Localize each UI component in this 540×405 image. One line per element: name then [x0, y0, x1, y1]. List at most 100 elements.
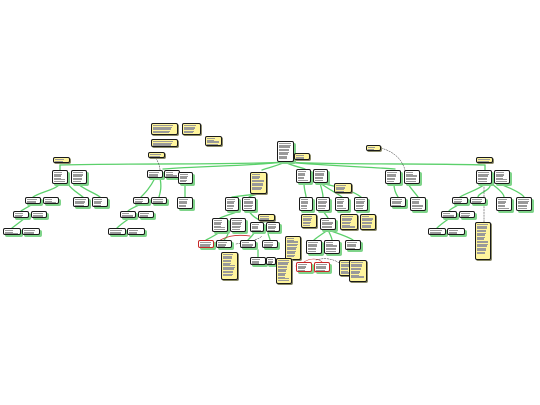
branch-4-sub-d[interactable]: [354, 197, 368, 211]
branch-6-leaf-a[interactable]: [441, 211, 457, 218]
branch-6-leaf-d[interactable]: [447, 228, 465, 235]
branch-3-note-3[interactable]: [221, 252, 238, 280]
branch-1-leaf-c[interactable]: [3, 228, 21, 235]
branch-4-sub-c-text-line: [337, 203, 344, 205]
branch-4-leaf-e-text-line: [316, 268, 326, 270]
branch-1-label[interactable]: [53, 157, 70, 163]
branch-4-note-3[interactable]: [340, 214, 358, 230]
branch-4-card-b[interactable]: [313, 169, 328, 183]
branch-1-sub-c[interactable]: [73, 197, 89, 207]
branch-connector-11: [77, 183, 101, 198]
branch-1-sub-a[interactable]: [25, 197, 41, 204]
branch-4-note-7-text-line: [341, 273, 352, 274]
floating-note-3[interactable]: [151, 139, 178, 147]
branch-1-sub-d[interactable]: [92, 197, 108, 207]
branch-3-card-b[interactable]: [242, 197, 256, 211]
central-topic-label[interactable]: [294, 153, 310, 160]
branch-6-card-b-text-line: [496, 179, 508, 180]
branch-3-note[interactable]: [250, 172, 267, 194]
branch-4-leaf-c[interactable]: [345, 240, 361, 250]
branch-6-card-a[interactable]: [476, 170, 492, 184]
branch-4-note-8-text-line: [351, 276, 365, 277]
branch-3-sub-a-text-line: [214, 224, 221, 226]
branch-5-card-b[interactable]: [404, 170, 420, 184]
branch-4-note-5[interactable]: [285, 236, 301, 260]
floating-note-5-text-line: [368, 147, 375, 148]
branch-3-leaf-a-text-line: [200, 242, 212, 243]
floating-note-2[interactable]: [182, 123, 201, 135]
floating-note-6[interactable]: [148, 152, 165, 158]
branch-4-note-8[interactable]: [349, 260, 367, 282]
branch-3-note-2[interactable]: [258, 214, 275, 221]
branch-2-leaf-b[interactable]: [138, 211, 154, 218]
branch-3-sub-a[interactable]: [212, 218, 228, 232]
branch-6-sub-d[interactable]: [516, 197, 532, 211]
branch-6-note[interactable]: [475, 222, 491, 260]
branch-3-leaf-a[interactable]: [198, 240, 214, 248]
branch-6-card-b[interactable]: [494, 170, 510, 184]
branch-6-sub-c[interactable]: [496, 197, 512, 211]
branch-1-leaf-d-text-line: [24, 233, 34, 234]
branch-6-sub-a[interactable]: [452, 197, 468, 204]
branch-6-leaf-c[interactable]: [428, 228, 446, 235]
branch-3-leaf-d[interactable]: [262, 240, 278, 248]
branch-3-sub-c-text-line: [252, 229, 262, 231]
branch-1-card-b[interactable]: [71, 170, 87, 184]
branch-2-card-a[interactable]: [147, 170, 163, 178]
branch-3-sub-c[interactable]: [250, 222, 264, 232]
branch-4-sub-c[interactable]: [335, 197, 349, 211]
branch-4-leaf-e[interactable]: [314, 262, 330, 272]
branch-1-leaf-b[interactable]: [31, 211, 47, 218]
central-topic-text-line: [279, 151, 289, 153]
branch-1-leaf-a[interactable]: [13, 211, 29, 218]
branch-4-note-4[interactable]: [360, 214, 376, 230]
floating-note-5[interactable]: [366, 145, 381, 151]
branch-3-leaf-f[interactable]: [266, 257, 276, 265]
branch-3-leaf-e[interactable]: [250, 257, 266, 265]
branch-2-sub-b[interactable]: [151, 197, 167, 204]
branch-4-leaf-d[interactable]: [296, 262, 312, 272]
branch-4-sub-e[interactable]: [320, 218, 336, 230]
branch-3-card-a-text-line: [227, 200, 235, 202]
branch-2-sub-a[interactable]: [133, 197, 149, 204]
branch-1-card-a[interactable]: [52, 170, 68, 184]
branch-3-sub-b[interactable]: [230, 218, 246, 232]
branch-6-leaf-b[interactable]: [459, 211, 475, 218]
branch-2-leaf-c[interactable]: [108, 228, 126, 235]
branch-3-card-a[interactable]: [225, 197, 239, 211]
branch-1-leaf-d-text-line: [24, 231, 35, 233]
branch-4-sub-b[interactable]: [316, 197, 330, 211]
branch-4-note-5-text-line: [287, 243, 298, 245]
branch-4-note-2[interactable]: [301, 214, 317, 228]
branch-2-card-b-text-line: [166, 175, 178, 176]
branch-3-sub-d[interactable]: [266, 222, 280, 232]
branch-1-sub-b[interactable]: [43, 197, 59, 204]
branch-5-card-a[interactable]: [385, 170, 401, 184]
floating-note-4[interactable]: [205, 136, 222, 146]
branch-2-card-c[interactable]: [178, 172, 193, 184]
branch-4-note-4-text-line: [362, 225, 371, 227]
branch-1-leaf-d[interactable]: [22, 228, 40, 235]
branch-3-leaf-c[interactable]: [240, 240, 256, 248]
floating-note-1-text-line: [153, 126, 173, 128]
branch-4-note-6[interactable]: [276, 258, 292, 284]
branch-6-label[interactable]: [476, 157, 493, 163]
branch-4-card-a[interactable]: [296, 169, 311, 183]
branch-4-leaf-a[interactable]: [306, 240, 322, 254]
branch-5-sub-b[interactable]: [410, 197, 426, 211]
branch-6-sub-b[interactable]: [470, 197, 486, 204]
branch-3-sub-b-text-line: [232, 220, 243, 221]
central-topic[interactable]: [277, 141, 294, 162]
branch-5-sub-a[interactable]: [390, 197, 406, 207]
branch-4-note[interactable]: [334, 183, 352, 193]
branch-4-leaf-b[interactable]: [324, 240, 340, 254]
floating-note-1[interactable]: [151, 123, 178, 135]
branch-2-leaf-d[interactable]: [127, 228, 145, 235]
branch-5-sub-a-text-line: [392, 199, 403, 200]
branch-2-card-c-text-line: [180, 177, 188, 178]
branch-2-leaf-a[interactable]: [120, 211, 136, 218]
branch-2-sub-c[interactable]: [177, 197, 193, 209]
branch-3-leaf-b[interactable]: [216, 240, 232, 248]
branch-2-card-b-text-line: [166, 172, 174, 173]
branch-4-sub-a[interactable]: [299, 197, 313, 211]
